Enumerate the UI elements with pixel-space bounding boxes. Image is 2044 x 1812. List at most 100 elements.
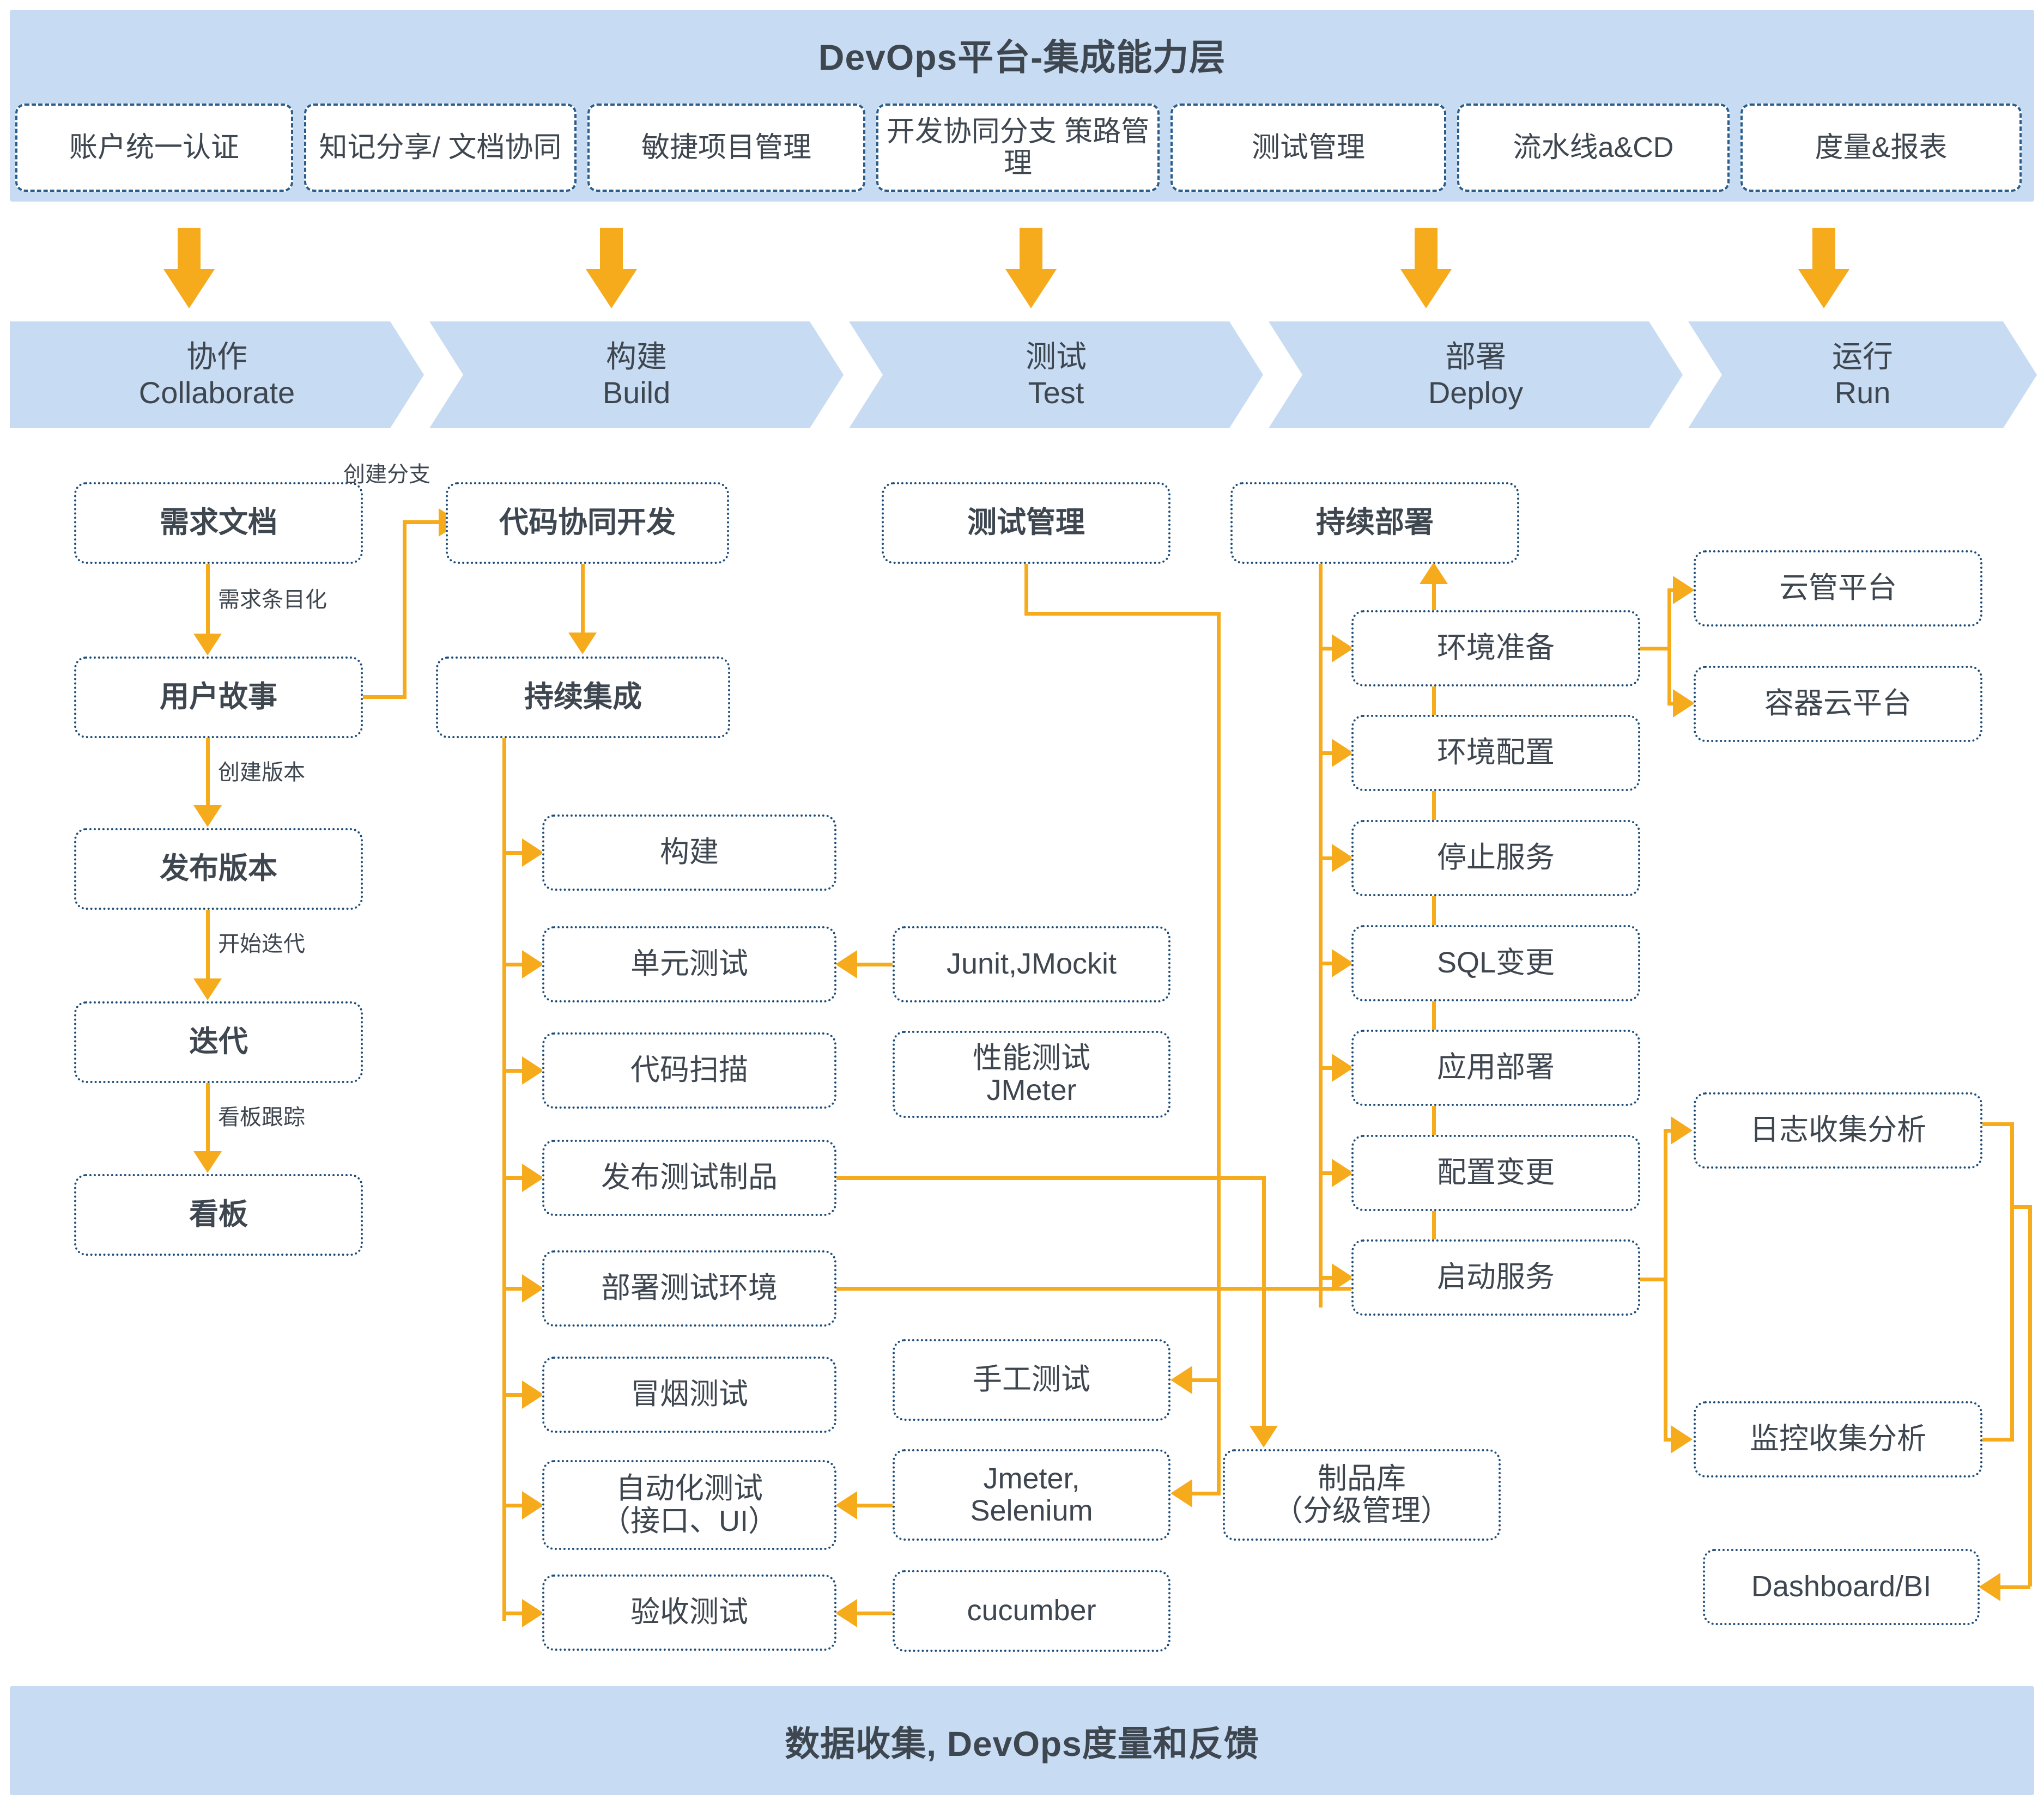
node-deploy-start-service[interactable]: 启动服务: [1351, 1239, 1640, 1316]
edge-label-create-branch: 创建分支: [343, 463, 430, 487]
stage-chevron-run[interactable]: 运行 Run: [1688, 321, 2037, 428]
node-cloud-mgmt-platform[interactable]: 云管平台: [1694, 550, 1982, 627]
edge-envprep-to-container-head: [1673, 689, 1695, 717]
node-deploy-config-change[interactable]: 配置变更: [1351, 1135, 1640, 1211]
node-tool-jmeter-selenium[interactable]: Jmeter, Selenium: [893, 1449, 1170, 1541]
node-requirement-doc[interactable]: 需求文档: [74, 482, 363, 564]
edge-log-v: [2010, 1122, 2014, 1441]
edge-iteration-to-kanban: [206, 1083, 210, 1152]
stage-chevron-test[interactable]: 测试 Test: [849, 321, 1263, 428]
stage-chevron-build[interactable]: 构建 Build: [429, 321, 844, 428]
edge-artifact-v: [1262, 1176, 1266, 1427]
node-tool-cucumber[interactable]: cucumber: [893, 1570, 1170, 1652]
node-log-collection-analysis[interactable]: 日志收集分析: [1694, 1092, 1982, 1169]
down-arrow-build: [586, 228, 637, 308]
stage-label-en-3: Deploy: [1428, 375, 1524, 410]
node-dashboard-bi[interactable]: Dashboard/BI: [1703, 1549, 1980, 1625]
data-feedback-band: [10, 1686, 2034, 1795]
edge-artifact-h: [836, 1176, 1266, 1180]
capability-chip-3[interactable]: 开发协同分支 策路管理: [876, 104, 1160, 192]
edge-junit-to-unit: [848, 963, 895, 966]
ci-branch-1-head: [522, 950, 544, 978]
deploy-branch-3-head: [1332, 949, 1354, 977]
edge-deployenv-head: [1420, 562, 1448, 584]
node-ci-build[interactable]: 构建: [542, 814, 836, 891]
node-ci-deploy-test-env[interactable]: 部署测试环境: [542, 1250, 836, 1327]
node-deploy-env-config[interactable]: 环境配置: [1351, 715, 1640, 791]
stage-label-en-4: Run: [1834, 375, 1891, 410]
capability-chip-1[interactable]: 知记分享/ 文档协同: [304, 104, 577, 192]
edge-envprep-v: [1667, 588, 1671, 704]
edge-obs-to-dashboard: [1999, 1585, 2030, 1589]
ci-branch-0-head: [522, 838, 544, 867]
ci-branch-6: [502, 1504, 525, 1507]
node-continuous-integration[interactable]: 持续集成: [436, 656, 730, 738]
node-ci-unit-test[interactable]: 单元测试: [542, 926, 836, 1002]
node-monitor-collection-analysis[interactable]: 监控收集分析: [1694, 1401, 1982, 1477]
edge-testmgmt-to-manual-head: [1170, 1366, 1192, 1394]
stage-label-en-1: Build: [602, 375, 671, 410]
node-release-version[interactable]: 发布版本: [74, 828, 363, 910]
capability-chip-5[interactable]: 流水线a&CD: [1457, 104, 1730, 192]
node-kanban[interactable]: 看板: [74, 1174, 363, 1256]
edge-testmgmt-to-selenium-head: [1170, 1479, 1192, 1507]
node-ci-code-scan[interactable]: 代码扫描: [542, 1032, 836, 1109]
stage-label-cn-2: 测试: [1026, 339, 1087, 374]
node-deploy-sql-change[interactable]: SQL变更: [1351, 925, 1640, 1001]
deploy-branch-1-head: [1332, 739, 1354, 767]
ci-branch-7: [502, 1612, 525, 1615]
node-ci-acceptance-test[interactable]: 验收测试: [542, 1574, 836, 1651]
node-ci-publish-artifact[interactable]: 发布测试制品: [542, 1140, 836, 1216]
ci-branch-7-head: [522, 1599, 544, 1627]
edge-testmgmt-v1: [1024, 564, 1028, 616]
edge-testmgmt-to-manual: [1187, 1378, 1220, 1382]
node-deploy-app-deploy[interactable]: 应用部署: [1351, 1030, 1640, 1106]
node-ci-automation-test[interactable]: 自动化测试 （接口、UI）: [542, 1460, 836, 1550]
bottom-band-title: 数据收集, DevOps度量和反馈: [785, 1724, 1259, 1764]
edge-obs-join-v: [2028, 1205, 2032, 1586]
ci-branch-2: [502, 1069, 525, 1073]
stage-chevron-deploy[interactable]: 部署 Deploy: [1269, 321, 1683, 428]
deploy-branch-4-head: [1332, 1054, 1354, 1082]
ci-branch-3-head: [522, 1164, 544, 1192]
node-deploy-env-prepare[interactable]: 环境准备: [1351, 610, 1640, 686]
capability-chip-2[interactable]: 敏捷项目管理: [587, 104, 865, 192]
node-tool-manual-test[interactable]: 手工测试: [893, 1339, 1170, 1421]
deploy-branch-5: [1319, 1171, 1335, 1175]
deploy-branch-2-head: [1332, 844, 1354, 872]
capability-chip-4[interactable]: 测试管理: [1170, 104, 1446, 192]
edge-story-to-code-v: [403, 520, 407, 697]
deploy-branch-0: [1319, 647, 1335, 650]
node-deploy-stop-service[interactable]: 停止服务: [1351, 820, 1640, 896]
edge-label-start-iteration: 开始迭代: [218, 932, 305, 956]
node-container-cloud-platform[interactable]: 容器云平台: [1694, 666, 1982, 742]
stage-chevron-collaborate[interactable]: 协作 Collaborate: [10, 321, 424, 428]
edge-envprep-h: [1640, 647, 1671, 650]
node-artifact-repository[interactable]: 制品库 （分级管理）: [1223, 1449, 1501, 1541]
node-iteration[interactable]: 迭代: [74, 1001, 363, 1083]
edge-startsvc-to-log: [1664, 1129, 1676, 1133]
down-arrow-run: [1798, 228, 1849, 308]
node-tool-perf-jmeter[interactable]: 性能测试 JMeter: [893, 1031, 1170, 1118]
node-continuous-deploy[interactable]: 持续部署: [1230, 482, 1519, 564]
deploy-branch-4: [1319, 1066, 1335, 1070]
node-code-collab-dev[interactable]: 代码协同开发: [446, 482, 729, 564]
deploy-spine: [1319, 564, 1323, 1308]
deploy-branch-6-head: [1332, 1263, 1354, 1292]
edge-selenium-to-auto-head: [835, 1491, 857, 1519]
node-ci-smoke-test[interactable]: 冒烟测试: [542, 1357, 836, 1433]
ci-branch-5-head: [522, 1381, 544, 1409]
stage-label-cn-4: 运行: [1832, 339, 1893, 374]
ci-branch-6-head: [522, 1491, 544, 1519]
edge-deployenv-h: [836, 1287, 1436, 1291]
node-tool-junit-jmockit[interactable]: Junit,JMockit: [893, 926, 1170, 1002]
stage-label-cn-3: 部署: [1445, 339, 1506, 374]
node-user-story[interactable]: 用户故事: [74, 656, 363, 738]
capability-chip-6[interactable]: 度量&报表: [1740, 104, 2022, 192]
edge-code-to-ci: [581, 564, 585, 634]
ci-branch-1: [502, 963, 525, 966]
capability-chip-0[interactable]: 账户统一认证: [15, 104, 293, 192]
node-test-management[interactable]: 测试管理: [882, 482, 1170, 564]
stage-label-en-0: Collaborate: [138, 375, 295, 410]
